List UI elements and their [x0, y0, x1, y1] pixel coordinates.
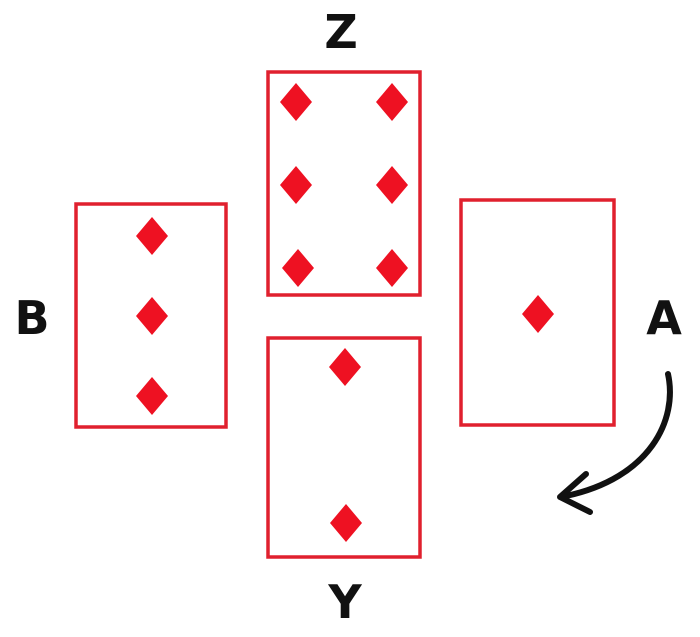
card-z [266, 70, 422, 297]
diamond-pip-icon [330, 504, 362, 542]
diamond-pip-icon [280, 83, 312, 121]
diamond-pip-icon [522, 295, 554, 333]
card-y [266, 336, 422, 559]
label-b: B [14, 291, 49, 345]
diamond-pip-icon [282, 249, 314, 287]
card-a [459, 198, 616, 427]
diamond-pip-icon [329, 348, 361, 386]
diamond-pip-icon [136, 217, 168, 255]
diamond-pip-icon [376, 83, 408, 121]
diamond-pip-icon [376, 166, 408, 204]
label-z: Z [324, 5, 357, 59]
diamond-pip-icon [136, 377, 168, 415]
label-a: A [646, 291, 682, 345]
card-b [74, 202, 228, 429]
diamond-pip-icon [376, 249, 408, 287]
diamond-pip-icon [280, 166, 312, 204]
label-y: Y [327, 575, 362, 629]
rotation-arrow-icon [557, 371, 673, 515]
diamond-pip-icon [136, 297, 168, 335]
